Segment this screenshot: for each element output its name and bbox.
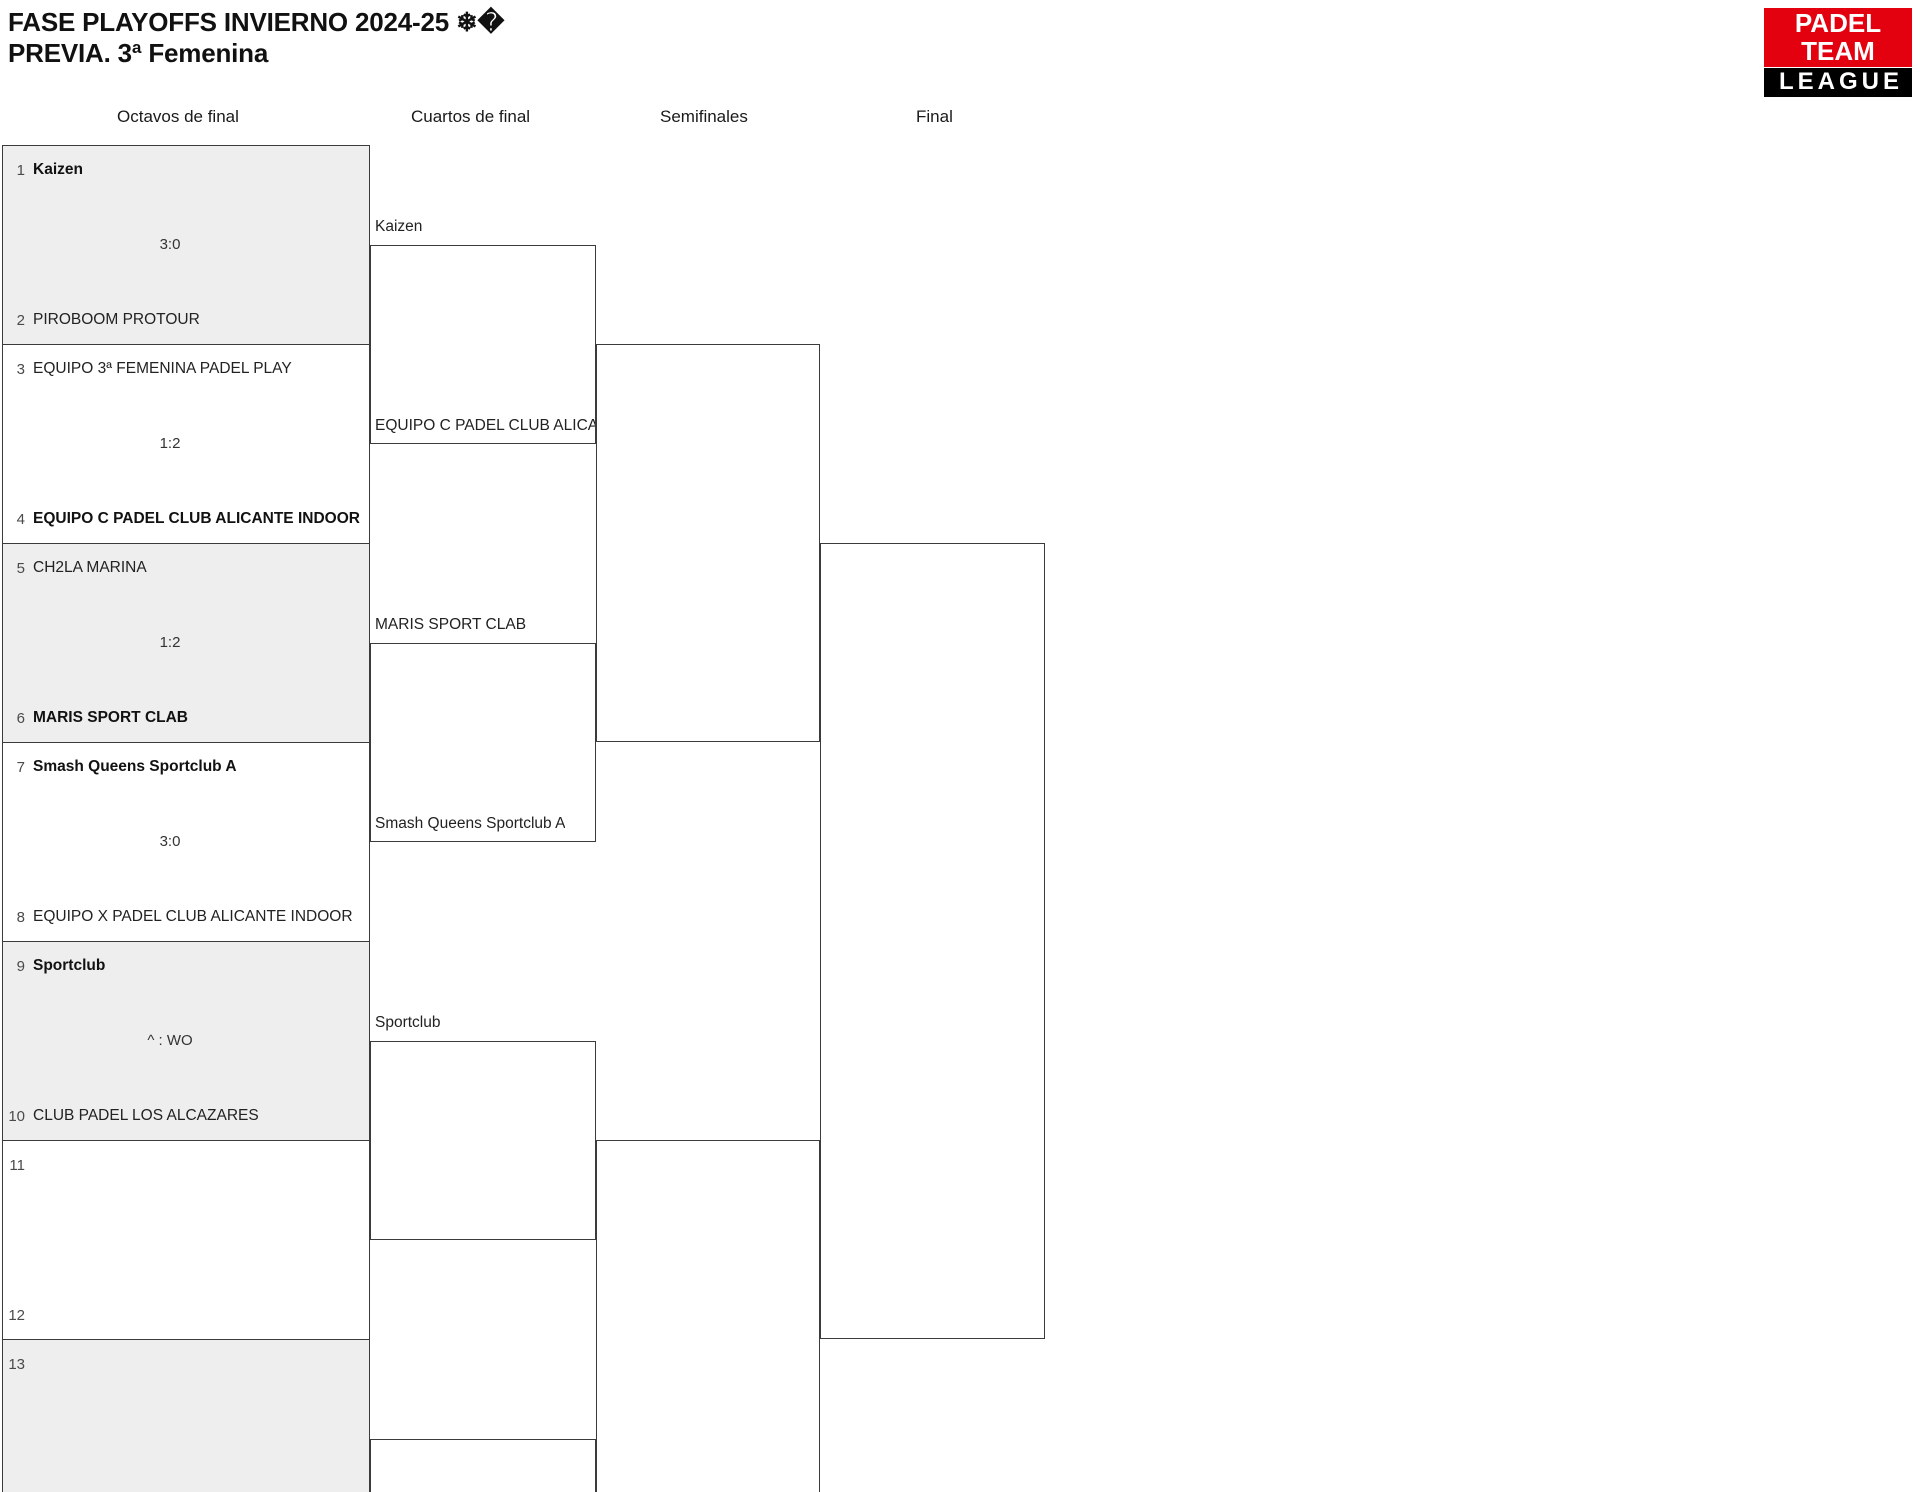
r16-slot-bottom[interactable]: 4 EQUIPO C PADEL CLUB ALICANTE INDOOR bbox=[3, 508, 369, 530]
page-title: FASE PLAYOFFS INVIERNO 2024-25 ❄� PREVIA… bbox=[8, 7, 1008, 69]
team-name: Kaizen bbox=[33, 161, 83, 178]
seed-number: 13 bbox=[8, 1355, 25, 1373]
team-name: EQUIPO 3ª FEMENINA PADEL PLAY bbox=[33, 360, 292, 377]
qf-connector bbox=[370, 1040, 596, 1240]
padel-team-league-logo: PADEL TEAM LEAGUE bbox=[1764, 8, 1912, 97]
qf-connector bbox=[370, 642, 596, 842]
r16-match[interactable]: 1314 bbox=[2, 1339, 370, 1492]
title-line-1: FASE PLAYOFFS INVIERNO 2024-25 ❄� bbox=[8, 7, 505, 37]
team-name: PIROBOOM PROTOUR bbox=[33, 311, 200, 328]
qf-team-label: Kaizen bbox=[375, 217, 423, 235]
qf-team-label: Smash Queens Sportclub A bbox=[375, 814, 566, 832]
team-name: EQUIPO C PADEL CLUB ALICANTE INDOOR bbox=[33, 510, 360, 527]
seed-number: 1 bbox=[16, 161, 25, 179]
round-header-final: Final bbox=[916, 107, 953, 126]
seed-number: 5 bbox=[16, 559, 25, 577]
team-name: Sportclub bbox=[33, 957, 106, 974]
r16-slot-bottom[interactable]: 8 EQUIPO X PADEL CLUB ALICANTE INDOOR bbox=[3, 906, 369, 928]
qf-team-label: EQUIPO C PADEL CLUB ALICANTE INDOOR bbox=[375, 416, 595, 434]
qf-connector bbox=[370, 1438, 596, 1492]
team-name: MARIS SPORT CLAB bbox=[33, 709, 188, 726]
round-header-cuartos: Cuartos de final bbox=[411, 107, 531, 126]
match-score: 3:0 bbox=[159, 832, 181, 850]
seed-number: 11 bbox=[9, 1156, 25, 1174]
r16-slot-top[interactable]: 1 Kaizen bbox=[3, 159, 369, 181]
r16-slot-bottom[interactable]: 2 PIROBOOM PROTOUR bbox=[3, 309, 369, 331]
r16-slot-top[interactable]: 13 bbox=[3, 1353, 369, 1375]
title-line-2: PREVIA. 3ª Femenina bbox=[8, 38, 269, 68]
r16-match[interactable]: 5 CH2LA MARINA 6 MARIS SPORT CLAB 1:2 bbox=[2, 543, 370, 742]
seed-number: 6 bbox=[16, 709, 25, 727]
r16-slot-top[interactable]: 5 CH2LA MARINA bbox=[3, 557, 369, 579]
r16-match[interactable]: 7 Smash Queens Sportclub A 8 EQUIPO X PADEL… bbox=[2, 742, 370, 941]
seed-number: 3 bbox=[16, 360, 25, 378]
seed-number: 2 bbox=[16, 311, 25, 329]
seed-number: 12 bbox=[8, 1306, 25, 1324]
match-score: 3:0 bbox=[159, 235, 181, 253]
sf-connector bbox=[596, 1140, 820, 1492]
sf-connector bbox=[596, 344, 820, 742]
r16-slot-top[interactable]: 11 bbox=[3, 1154, 369, 1176]
team-name: EQUIPO X PADEL CLUB ALICANTE INDOOR bbox=[33, 908, 353, 925]
logo-bottom-text: LEAGUE bbox=[1764, 68, 1912, 97]
r16-slot-top[interactable]: 3 EQUIPO 3ª FEMENINA PADEL PLAY bbox=[3, 358, 369, 380]
final-connector bbox=[820, 543, 1045, 1339]
r16-slot-bottom[interactable]: 6 MARIS SPORT CLAB bbox=[3, 707, 369, 729]
round-header-octavos: Octavos de final bbox=[117, 107, 239, 126]
team-name: Smash Queens Sportclub A bbox=[33, 758, 237, 775]
seed-number: 7 bbox=[16, 758, 25, 776]
r16-slot-top[interactable]: 7 Smash Queens Sportclub A bbox=[3, 756, 369, 778]
qf-connector bbox=[370, 244, 596, 444]
seed-number: 4 bbox=[16, 510, 25, 528]
r16-match[interactable]: 9 Sportclub 10 CLUB PADEL LOS ALCAZARES ^ : … bbox=[2, 941, 370, 1140]
logo-top-text: PADEL TEAM bbox=[1764, 8, 1912, 67]
team-name: CH2LA MARINA bbox=[33, 559, 147, 576]
r16-match[interactable]: 11 12 bbox=[2, 1140, 370, 1339]
qf-team-label: Sportclub bbox=[375, 1013, 441, 1031]
seed-number: 10 bbox=[8, 1107, 25, 1125]
match-score: ^ : WO bbox=[147, 1031, 193, 1049]
r16-slot-bottom[interactable]: 12 bbox=[3, 1304, 369, 1326]
seed-number: 8 bbox=[16, 908, 25, 926]
r16-slot-bottom[interactable]: 10 CLUB PADEL LOS ALCAZARES bbox=[3, 1105, 369, 1127]
seed-number: 9 bbox=[16, 957, 25, 975]
r16-slot-top[interactable]: 9 Sportclub bbox=[3, 955, 369, 977]
qf-team-label: MARIS SPORT CLAB bbox=[375, 615, 527, 633]
team-name: CLUB PADEL LOS ALCAZARES bbox=[33, 1107, 259, 1124]
match-score: 1:2 bbox=[159, 434, 181, 452]
r16-match[interactable]: 3 EQUIPO 3ª FEMENINA PADEL PLAY 4 EQUIPO C … bbox=[2, 344, 370, 543]
r16-match[interactable]: 1 Kaizen 2 PIROBOOM PROTOUR 3:0 bbox=[2, 145, 370, 344]
round-header-semifinales: Semifinales bbox=[660, 107, 748, 126]
match-score: 1:2 bbox=[159, 633, 181, 651]
